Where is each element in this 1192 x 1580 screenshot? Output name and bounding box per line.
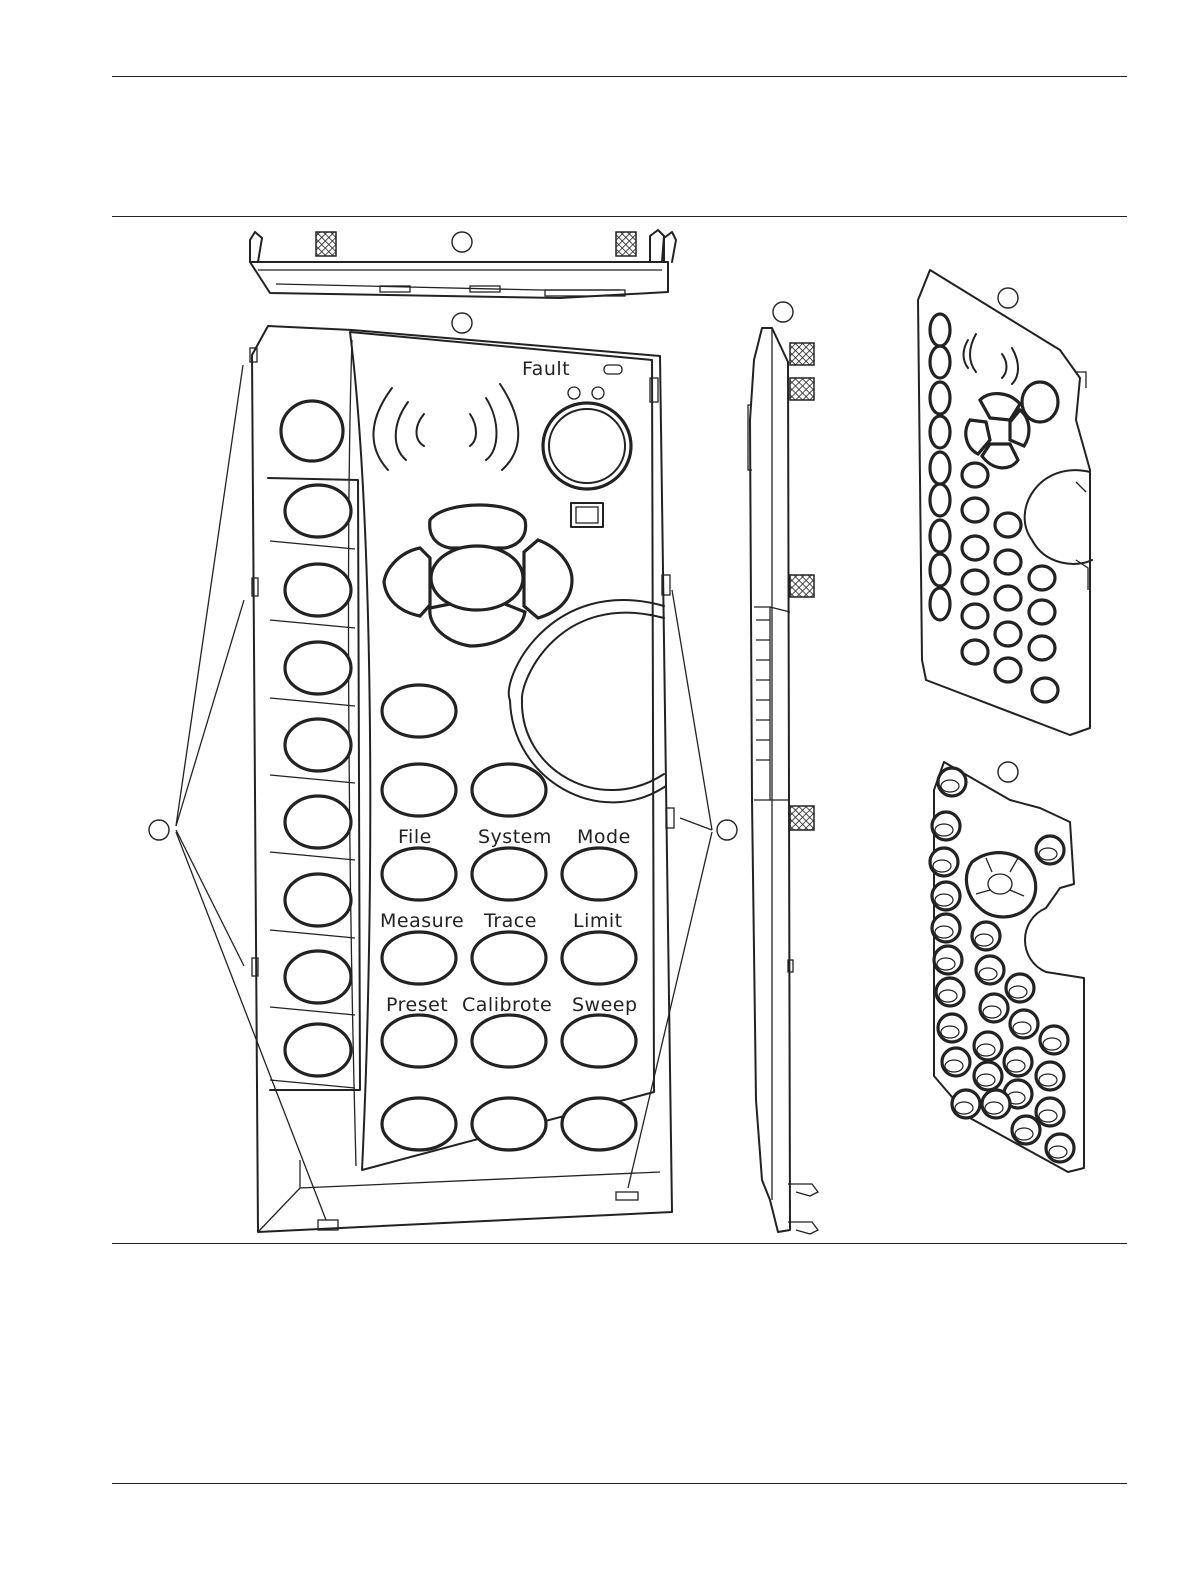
rear-key-10 <box>962 604 988 628</box>
mode-label: Mode <box>577 826 631 848</box>
callout-5 <box>998 762 1018 782</box>
rear-key-12 <box>1029 636 1055 660</box>
rear-key-3 <box>995 513 1021 537</box>
key-blank-a <box>382 685 456 737</box>
rear-key-11 <box>995 622 1021 646</box>
rear-membrane-view <box>918 270 1092 735</box>
callout-4 <box>998 288 1018 308</box>
rear-softkey-4 <box>930 416 950 448</box>
limit-key <box>562 932 636 984</box>
callout-3 <box>773 302 793 322</box>
left-softkey-2 <box>285 564 351 616</box>
crosshatch-clip-icon <box>616 232 636 256</box>
led-indicator-icon <box>592 387 604 399</box>
left-softkey-4 <box>285 719 351 771</box>
callout-7 <box>717 820 737 840</box>
key-blank-b <box>382 764 456 816</box>
rear-softkey-2 <box>930 346 950 378</box>
calibrote-label: Calibrote <box>462 994 552 1016</box>
led-indicator-icon <box>568 387 580 399</box>
rear-softkey-8 <box>930 554 950 586</box>
rear-softkey-3 <box>930 382 950 414</box>
left-softkey-1 <box>285 485 351 537</box>
crosshatch-clip-icon <box>790 378 814 400</box>
left-softkey-8 <box>285 1024 351 1076</box>
preset-label: Preset <box>386 994 448 1016</box>
limit-label: Limit <box>573 910 623 932</box>
left-softkey-column <box>270 485 355 1088</box>
fault-label: Fault <box>522 358 570 380</box>
rear-softkey-5 <box>930 452 950 484</box>
left-softkey-5 <box>285 796 351 848</box>
trace-label: Trace <box>483 910 537 932</box>
rear-key-13 <box>962 640 988 664</box>
rear-key-9 <box>1029 600 1055 624</box>
rear-key-14 <box>995 658 1021 682</box>
softkey-top <box>281 401 343 461</box>
key-bottom-b <box>472 1098 546 1150</box>
callout-1 <box>452 232 472 252</box>
system-key <box>472 848 546 900</box>
key-bottom-a <box>382 1098 456 1150</box>
callout-6 <box>149 820 169 840</box>
preset-key <box>382 1015 456 1067</box>
rear-softkey-6 <box>930 484 950 516</box>
keypad-front-view: Fault File System Mode Measure <box>250 326 674 1232</box>
speaker-waves-icon <box>373 384 518 470</box>
power-button <box>543 403 631 489</box>
callouts <box>149 232 1018 840</box>
rear-key-8 <box>995 586 1021 610</box>
display-cutout <box>522 613 664 790</box>
trace-key <box>472 932 546 984</box>
left-softkey-3 <box>285 642 351 694</box>
rubber-keymat-view <box>930 762 1084 1172</box>
system-label: System <box>478 826 552 848</box>
file-key <box>382 848 456 900</box>
sweep-key <box>562 1015 636 1067</box>
left-softkey-6 <box>285 874 351 926</box>
crosshatch-clip-icon <box>790 575 814 597</box>
rear-key-2 <box>962 498 988 522</box>
rear-softkey-9 <box>930 588 950 620</box>
callout-2 <box>452 313 472 333</box>
measure-key <box>382 932 456 984</box>
rear-key-6 <box>1029 566 1055 590</box>
key-blank-c <box>472 764 546 816</box>
rear-key-7 <box>962 570 988 594</box>
rear-softkey-1 <box>930 314 950 346</box>
rear-key-5 <box>995 550 1021 574</box>
rear-key-1 <box>962 463 988 487</box>
side-profile-view <box>748 328 818 1234</box>
crosshatch-clip-icon <box>316 232 336 256</box>
calibrote-key <box>472 1015 546 1067</box>
rear-key-4 <box>962 536 988 560</box>
rear-key-15 <box>1032 678 1058 702</box>
measure-label: Measure <box>380 910 464 932</box>
key-bottom-c <box>562 1098 636 1150</box>
led-indicator-icon <box>604 365 622 374</box>
crosshatch-clip-icon <box>790 806 814 830</box>
file-label: File <box>398 826 432 848</box>
rear-softkey-7 <box>930 520 950 552</box>
crosshatch-clip-icon <box>790 343 814 365</box>
arrow-key-cluster <box>384 505 572 646</box>
sweep-label: Sweep <box>572 994 638 1016</box>
mode-key <box>562 848 636 900</box>
left-softkey-7 <box>285 951 351 1003</box>
